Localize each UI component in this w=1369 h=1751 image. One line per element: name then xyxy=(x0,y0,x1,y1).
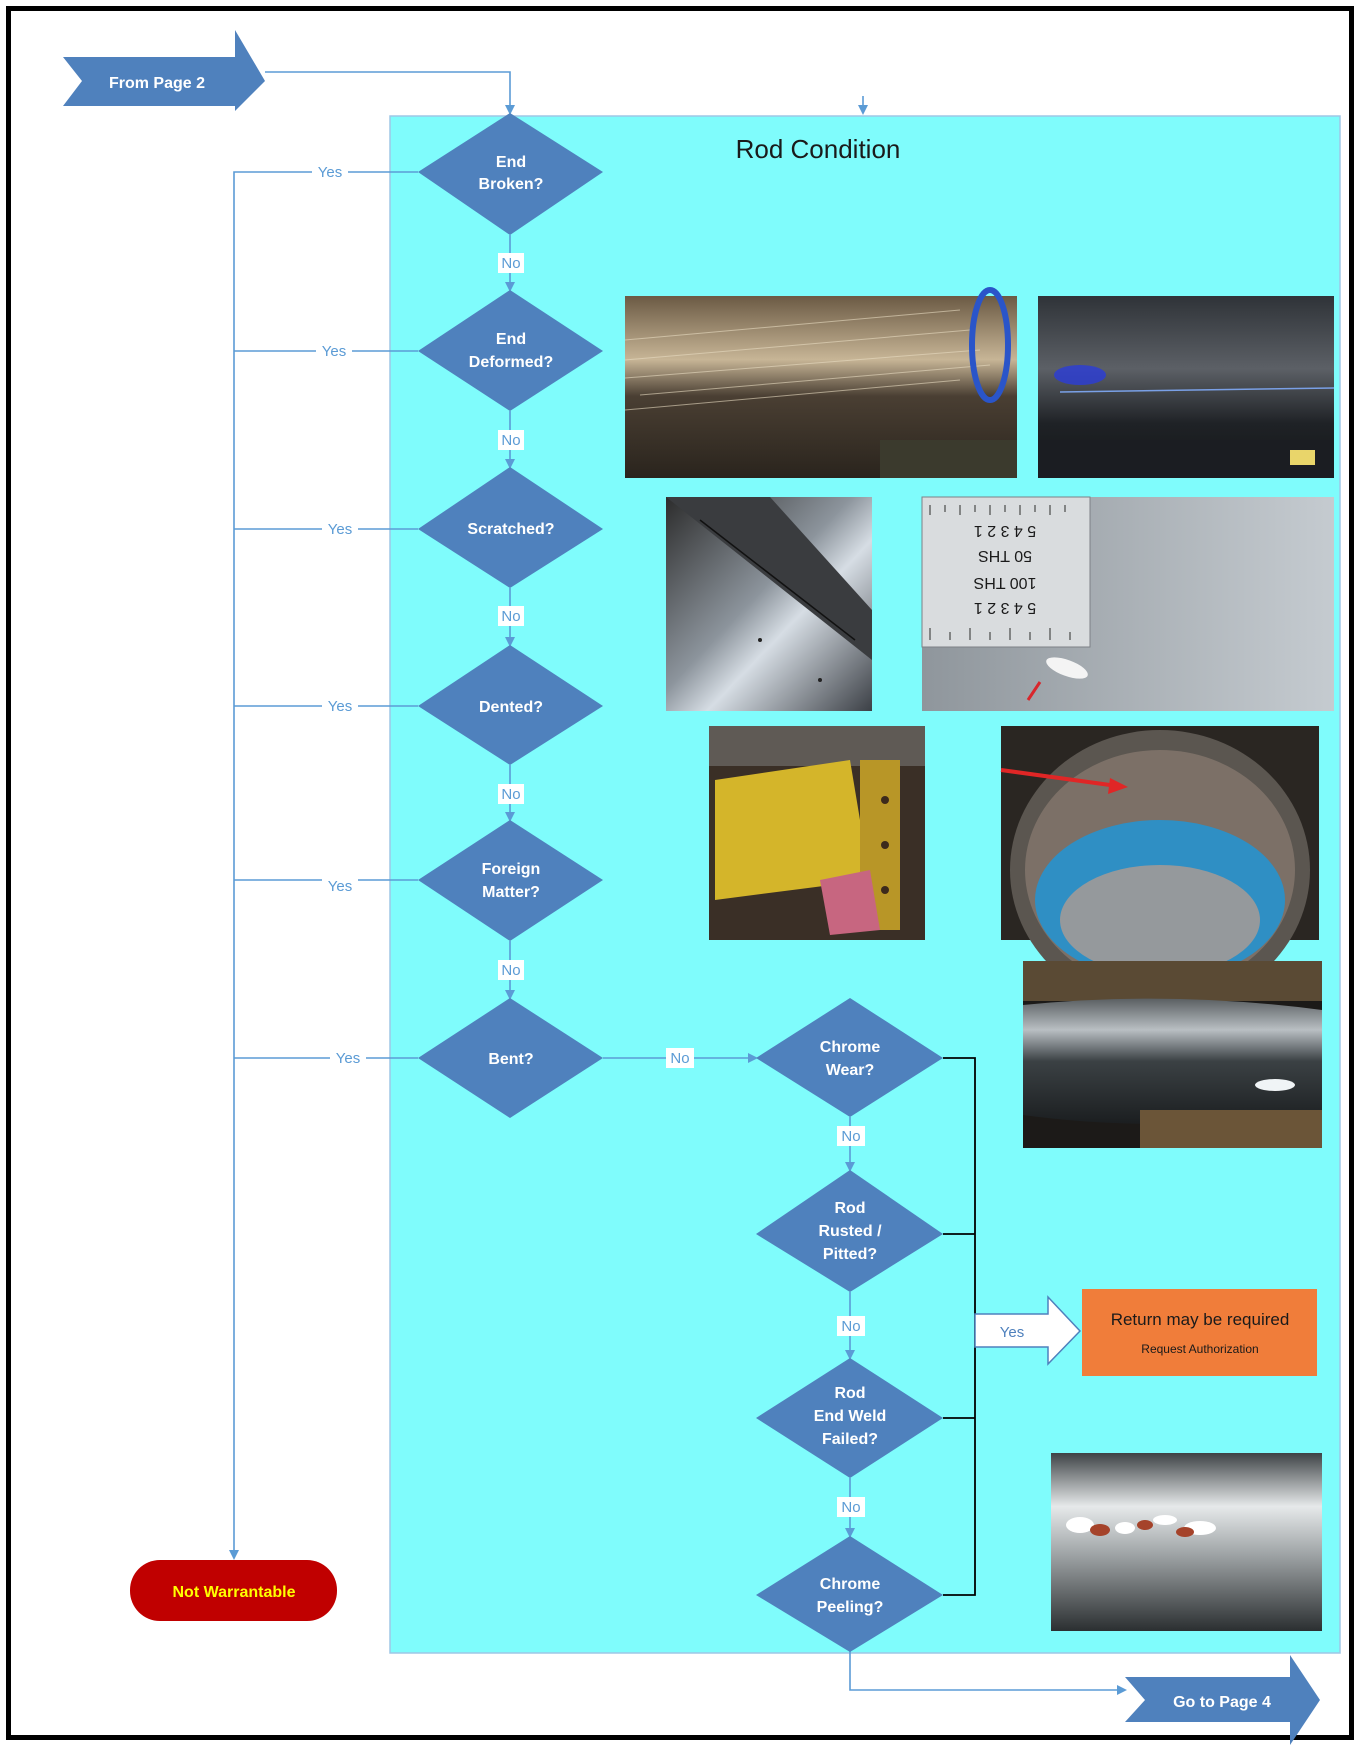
from-page-connector[interactable]: From Page 2 xyxy=(63,30,265,111)
foreign-l1: Foreign xyxy=(482,861,541,878)
end-deformed-l1: End xyxy=(496,331,526,348)
yes-label-3: Yes xyxy=(328,521,352,538)
photo-chrome-peeling xyxy=(1051,1453,1322,1631)
yes-label-6: Yes xyxy=(336,1050,360,1067)
go-to-page-label: Go to Page 4 xyxy=(1173,1694,1271,1711)
no-label-6: No xyxy=(841,1128,860,1145)
return-box-bg xyxy=(1082,1289,1317,1376)
ruler-top-numbers: 5 4 3 2 1 xyxy=(974,522,1036,539)
terminal-bg xyxy=(130,1560,337,1621)
peeling-l1: Chrome xyxy=(820,1576,881,1593)
dented-l1: Dented? xyxy=(479,699,543,716)
end-broken-l2: Broken? xyxy=(479,176,544,193)
decisions xyxy=(418,113,943,1652)
weld-l2: End Weld xyxy=(814,1408,887,1425)
decision-end-deformed[interactable] xyxy=(418,290,603,411)
return-yes-arrow: Yes xyxy=(974,1295,1082,1366)
foreign-l2: Matter? xyxy=(482,884,540,901)
no-label-7: No xyxy=(841,1318,860,1335)
decision-end-broken[interactable] xyxy=(418,113,603,235)
return-yes-arrow-shape xyxy=(974,1295,1082,1366)
decision-scratched[interactable] xyxy=(418,467,603,588)
rusted-l3: Pitted? xyxy=(823,1246,877,1263)
yes-label-5: Yes xyxy=(328,878,352,895)
scratched-l1: Scratched? xyxy=(467,521,554,538)
decision-chrome-peeling[interactable] xyxy=(756,1536,943,1652)
yes-label-2: Yes xyxy=(322,343,346,360)
yes-label-bg-6 xyxy=(330,1048,366,1068)
photo-chrome-wear xyxy=(1023,961,1322,1148)
no-labels: No No No No No No No No No xyxy=(498,253,865,1517)
end-broken-l1: End xyxy=(496,154,526,171)
peeling-l2: Peeling? xyxy=(817,1599,884,1616)
ruler-bottom-numbers: 5 4 3 2 1 xyxy=(974,599,1036,616)
weld-l1: Rod xyxy=(834,1385,865,1402)
yes-label-bg-4 xyxy=(322,696,358,716)
yes-label-bg-1 xyxy=(312,162,348,182)
not-warrantable-terminal[interactable]: Not Warrantable xyxy=(130,1560,337,1621)
yes-bus-vertical xyxy=(229,171,418,1560)
no-label-4: No xyxy=(501,786,520,803)
decision-weld-failed[interactable] xyxy=(756,1358,943,1478)
yes-label-bg-2 xyxy=(316,341,352,361)
return-box[interactable]: Return may be required Request Authoriza… xyxy=(1082,1289,1317,1376)
rusted-l2: Rusted / xyxy=(818,1223,882,1240)
from-page-arrow-shape xyxy=(63,30,265,111)
return-box-line1: Return may be required xyxy=(1111,1310,1290,1329)
no-label-5: No xyxy=(501,962,520,979)
decision-labels: End Broken? End Deformed? Scratched? Den… xyxy=(467,154,886,1616)
yes-label-bg-3 xyxy=(322,519,358,539)
no-label-8: No xyxy=(841,1499,860,1516)
no-label-1: No xyxy=(501,255,520,272)
ruler-50ths: 50 THS xyxy=(978,547,1032,564)
decision-bent[interactable] xyxy=(418,998,603,1118)
photo-ruler-dent: 5 4 3 2 1 50 THS 100 THS 5 4 3 2 1 xyxy=(921,496,1334,711)
terminal-label: Not Warrantable xyxy=(173,1584,296,1601)
go-to-page-connector[interactable]: Go to Page 4 xyxy=(1125,1655,1320,1745)
rusted-l1: Rod xyxy=(834,1200,865,1217)
weld-l3: Failed? xyxy=(822,1431,878,1448)
decision-chrome-wear[interactable] xyxy=(756,998,943,1117)
decision-rod-rusted[interactable] xyxy=(756,1170,943,1292)
photo-cylinder-bore xyxy=(1000,726,1319,1010)
decision-dented[interactable] xyxy=(418,645,603,765)
connector-from-page xyxy=(265,71,515,115)
photo-rod-scratches xyxy=(624,287,1017,478)
yes-label-1: Yes xyxy=(318,164,342,181)
return-yes-label: Yes xyxy=(1000,1324,1024,1341)
no-label-2: No xyxy=(501,432,520,449)
yes-label-4: Yes xyxy=(328,698,352,715)
connector-to-next-page xyxy=(849,1650,1127,1695)
no-label-3: No xyxy=(501,608,520,625)
section-title: Rod Condition xyxy=(736,134,901,164)
decision-foreign-matter[interactable] xyxy=(418,820,603,941)
chrome-wear-l2: Wear? xyxy=(826,1062,875,1079)
bent-l1: Bent? xyxy=(488,1051,533,1068)
no-label-bent: No xyxy=(670,1050,689,1067)
photo-rod-blue-mark xyxy=(1038,296,1335,478)
chrome-wear-l1: Chrome xyxy=(820,1039,881,1056)
ruler-100ths: 100 THS xyxy=(974,574,1037,591)
yes-label-bg-5 xyxy=(322,876,358,896)
page-border xyxy=(6,6,1354,1740)
photo-foreign-matter xyxy=(709,726,925,940)
return-box-line2: Request Authorization xyxy=(1141,1342,1258,1356)
yes-labels: Yes Yes Yes Yes Yes Yes xyxy=(312,162,366,1068)
from-page-label: From Page 2 xyxy=(109,75,205,92)
go-to-page-arrow-shape xyxy=(1125,1655,1320,1745)
end-deformed-l2: Deformed? xyxy=(469,354,553,371)
photo-rod-with-scale xyxy=(666,497,872,711)
